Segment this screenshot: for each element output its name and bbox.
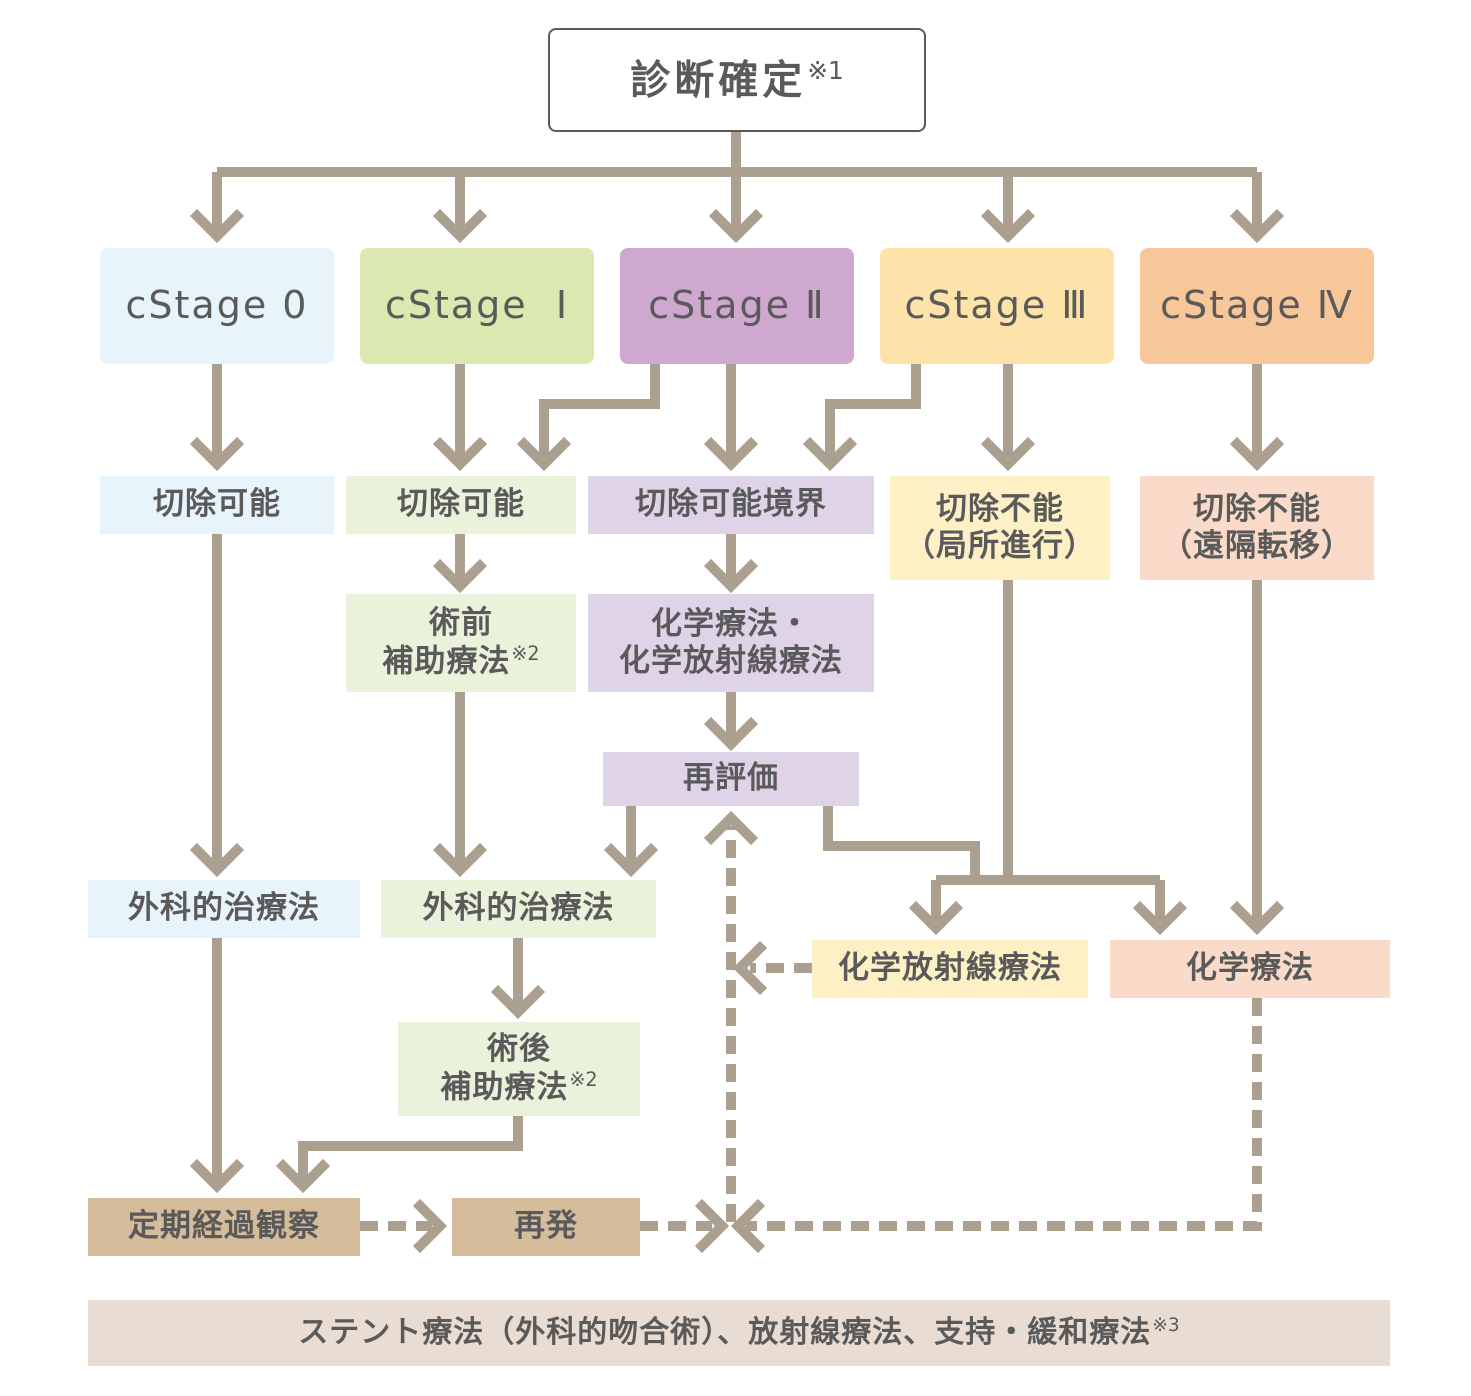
resectable-1-box: 切除可能 [346, 476, 576, 534]
unresectable-local-box: 切除不能 （局所進行） [890, 476, 1110, 580]
stage-4-numeral: Ⅳ [1316, 283, 1354, 328]
unresectable-distant-line2: （遠隔転移） [1161, 528, 1353, 564]
merge-to-crt-head [908, 900, 964, 936]
reeval-to-surgery-head [603, 842, 659, 878]
diag-to-stage-2-head [708, 208, 764, 244]
chemo-to-junction-head [730, 1198, 766, 1254]
junction-to-reeval-head [703, 810, 759, 846]
unresectable-local-line1: 切除不能 [936, 490, 1064, 527]
borderline-to-chemo-head [703, 558, 759, 594]
stage2-to-resectable [539, 364, 660, 464]
resectable-1-label: 切除可能 [397, 486, 525, 523]
adjuvant-note: ※2 [569, 1068, 598, 1092]
stage3-down-head [980, 436, 1036, 472]
surgery0-to-followup-head [189, 1158, 245, 1194]
surgery-1-box: 外科的治療法 [381, 880, 656, 938]
surgery-0-box: 外科的治療法 [88, 880, 360, 938]
distant-to-chemo-head [1229, 900, 1285, 936]
stage4-down-head [1229, 436, 1285, 472]
unresectable-local-line2: （局所進行） [904, 528, 1096, 564]
stage-1-box: cStage Ⅰ [360, 248, 594, 364]
crt-box: 化学放射線療法 [812, 940, 1088, 998]
diag-to-stage-1-head [432, 208, 488, 244]
diagnosis-label: 診断確定 [630, 57, 807, 104]
chemo-label: 化学療法 [1186, 950, 1314, 987]
followup-box: 定期経過観察 [88, 1198, 360, 1256]
chemo-to-reeval-head [703, 716, 759, 752]
followup-to-recurrence-head [412, 1198, 448, 1254]
recurrence-label: 再発 [514, 1208, 578, 1245]
stage0-down-head [189, 436, 245, 472]
neoadjuvant-line1: 術前 [429, 605, 493, 642]
diag-to-stage-4-head [1229, 208, 1285, 244]
stage-2-label: cStage [648, 283, 791, 328]
stage-3-box: cStage Ⅲ [880, 248, 1114, 364]
stage-0-label: cStage [125, 283, 269, 328]
crt-label: 化学放射線療法 [838, 950, 1062, 987]
diag-to-stage-0-head [189, 208, 245, 244]
chemo-crt-line2: 化学放射線療法 [619, 643, 843, 679]
reevaluation-label: 再評価 [683, 760, 779, 797]
adjuvant-to-followup-head [275, 1158, 331, 1194]
stage-0-numeral: 0 [282, 283, 309, 328]
neoadjuvant-line2: 補助療法 [382, 643, 511, 680]
stage2-down-head [703, 436, 759, 472]
stage-3-label: cStage [904, 283, 1048, 328]
footer-note: ※3 [1152, 1315, 1180, 1336]
chemo-box: 化学療法 [1110, 940, 1390, 998]
surgery1-to-adjuvant-head [490, 984, 546, 1020]
crt-to-loop-head [732, 940, 768, 996]
stage-3-numeral: Ⅲ [1061, 283, 1090, 328]
stage3-to-borderline-head [802, 436, 858, 472]
neoadjuvant-box: 術前 補助療法※2 [346, 594, 576, 692]
merge-to-chemo-head [1132, 900, 1188, 936]
followup-label: 定期経過観察 [128, 1208, 320, 1245]
chemo-to-junction [746, 998, 1262, 1231]
stage-4-label: cStage [1160, 283, 1303, 328]
neoadjuvant-to-surgery-head [432, 842, 488, 878]
adjuvant-line2: 補助療法 [440, 1069, 569, 1106]
stage2-to-resectable-head [516, 436, 572, 472]
diagnosis-note: ※1 [807, 55, 844, 85]
stage-4-box: cStage Ⅳ [1140, 248, 1374, 364]
stage-2-box: cStage Ⅱ [620, 248, 854, 364]
chemo-crt-line1: 化学療法・ [651, 605, 811, 642]
resectable-0-box: 切除可能 [100, 476, 334, 534]
unresectable-distant-line1: 切除不能 [1193, 490, 1321, 527]
stage3-to-borderline [825, 364, 921, 464]
stage-1-label: cStage [384, 283, 528, 328]
stage-2-numeral: Ⅱ [805, 283, 826, 328]
resectable-0-label: 切除可能 [153, 486, 281, 523]
recurrence-box: 再発 [452, 1198, 640, 1256]
diagnosis-box: 診断確定※1 [548, 28, 926, 132]
adjuvant-to-followup [298, 1116, 523, 1186]
resectable1-to-neoadjuvant-head [432, 558, 488, 594]
resectable0-to-surgery-head [189, 842, 245, 878]
footer-banner: ステント療法（外科的吻合術）、放射線療法、支持・緩和療法※3 [88, 1300, 1390, 1366]
surgery-0-label: 外科的治療法 [128, 890, 320, 927]
reeval-to-merge [823, 806, 980, 880]
stage1-down-head [432, 436, 488, 472]
footer-text: ステント療法（外科的吻合術）、放射線療法、支持・緩和療法 [298, 1315, 1152, 1350]
adjuvant-line1: 術後 [487, 1031, 551, 1068]
stage-0-box: cStage 0 [100, 248, 334, 364]
surgery-1-label: 外科的治療法 [422, 890, 615, 927]
borderline-box: 切除可能境界 [588, 476, 874, 534]
diag-to-stage-3-head [980, 208, 1036, 244]
adjuvant-box: 術後 補助療法※2 [398, 1022, 640, 1116]
borderline-label: 切除可能境界 [635, 486, 827, 523]
recurrence-to-junction-head [694, 1198, 730, 1254]
chemo-crt-box: 化学療法・ 化学放射線療法 [588, 594, 874, 692]
unresectable-distant-box: 切除不能 （遠隔転移） [1140, 476, 1374, 580]
stage-1-numeral: Ⅰ [555, 283, 570, 328]
neoadjuvant-note: ※2 [511, 642, 540, 666]
reevaluation-box: 再評価 [603, 752, 859, 806]
